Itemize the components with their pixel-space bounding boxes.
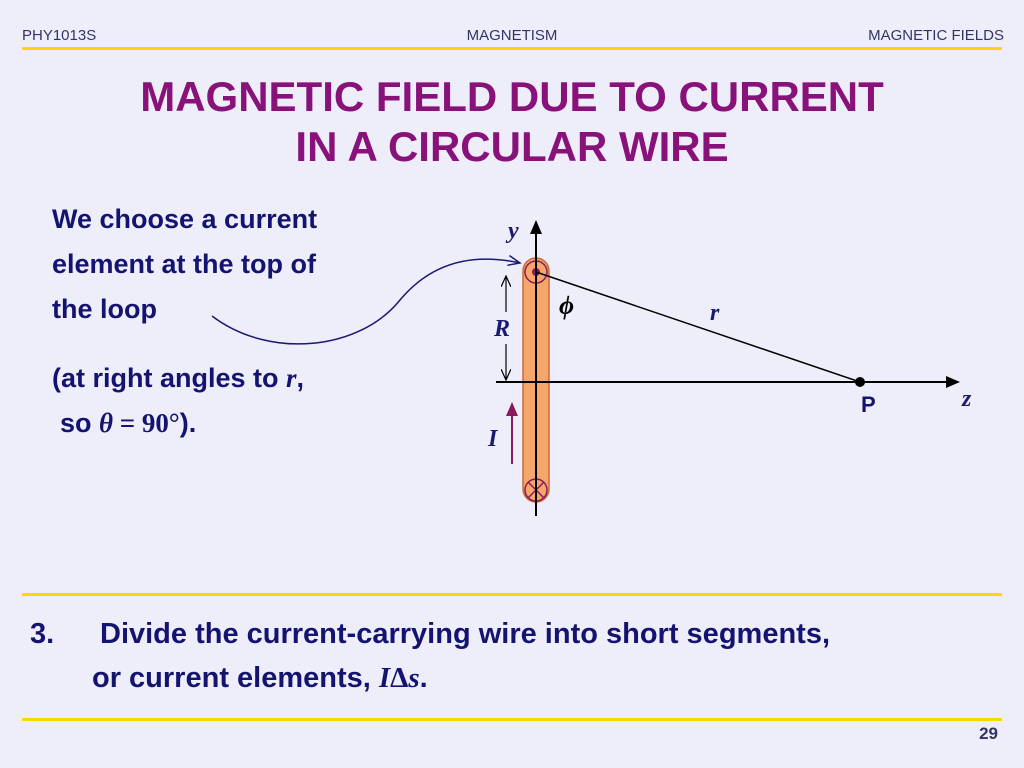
title-line-1: MAGNETIC FIELD DUE TO CURRENT	[140, 73, 884, 120]
note-close: ).	[179, 408, 197, 438]
label-R: R	[493, 316, 510, 342]
angle-note-line-1: (at right angles to r,	[52, 356, 304, 401]
header-rule	[22, 47, 1002, 50]
description-line-2: element at the top of	[52, 249, 317, 279]
step-period: .	[419, 662, 428, 694]
slide-title: MAGNETIC FIELD DUE TO CURRENT IN A CIRCU…	[0, 72, 1024, 172]
pointer-curve	[211, 259, 520, 345]
course-code: PHY1013S	[22, 27, 97, 44]
topic-label: MAGNETISM	[466, 27, 558, 44]
step-text-2: or current elements,	[92, 662, 379, 694]
page-number: 29	[979, 724, 998, 743]
label-I: I	[487, 426, 499, 452]
step-3: 3. Divide the current-carrying wire into …	[30, 612, 1000, 700]
label-phi: ϕ	[559, 291, 574, 320]
section-rule	[22, 593, 1002, 596]
step-3-line-2: or current elements, IΔs.	[30, 656, 1000, 700]
label-r: r	[710, 300, 720, 326]
section-label: MAGNETIC FIELDS	[868, 27, 1004, 44]
r-vector	[535, 271, 861, 383]
title-line-2: IN A CIRCULAR WIRE	[295, 123, 729, 170]
note-r-symbol: r	[286, 363, 297, 393]
label-y: y	[505, 218, 519, 244]
note-so: so	[60, 408, 100, 438]
label-z: z	[961, 386, 972, 412]
footer-rule	[22, 718, 1002, 721]
step-text: Divide the current-carrying wire into sh…	[100, 618, 830, 650]
description-line-3: the loop	[52, 294, 157, 324]
symbol-s: s	[408, 662, 420, 694]
symbol-I: I	[378, 662, 391, 694]
angle-note-line-2: so θ = 90°).	[52, 401, 304, 446]
note-comma: ,	[296, 363, 305, 393]
description-line-1: We choose a current	[52, 204, 318, 234]
note-theta-symbol: θ	[99, 408, 114, 438]
note-equals-90: = 90°	[113, 408, 180, 438]
step-3-line-1: 3. Divide the current-carrying wire into …	[30, 612, 1000, 656]
point-p	[855, 377, 865, 387]
description-text: We choose a current element at the top o…	[52, 197, 317, 332]
label-P: P	[861, 392, 876, 417]
symbol-delta: Δ	[390, 662, 409, 694]
step-number: 3.	[30, 618, 55, 650]
note-prefix: (at right angles to	[52, 363, 287, 393]
angle-note: (at right angles to r, so θ = 90°).	[52, 356, 304, 446]
